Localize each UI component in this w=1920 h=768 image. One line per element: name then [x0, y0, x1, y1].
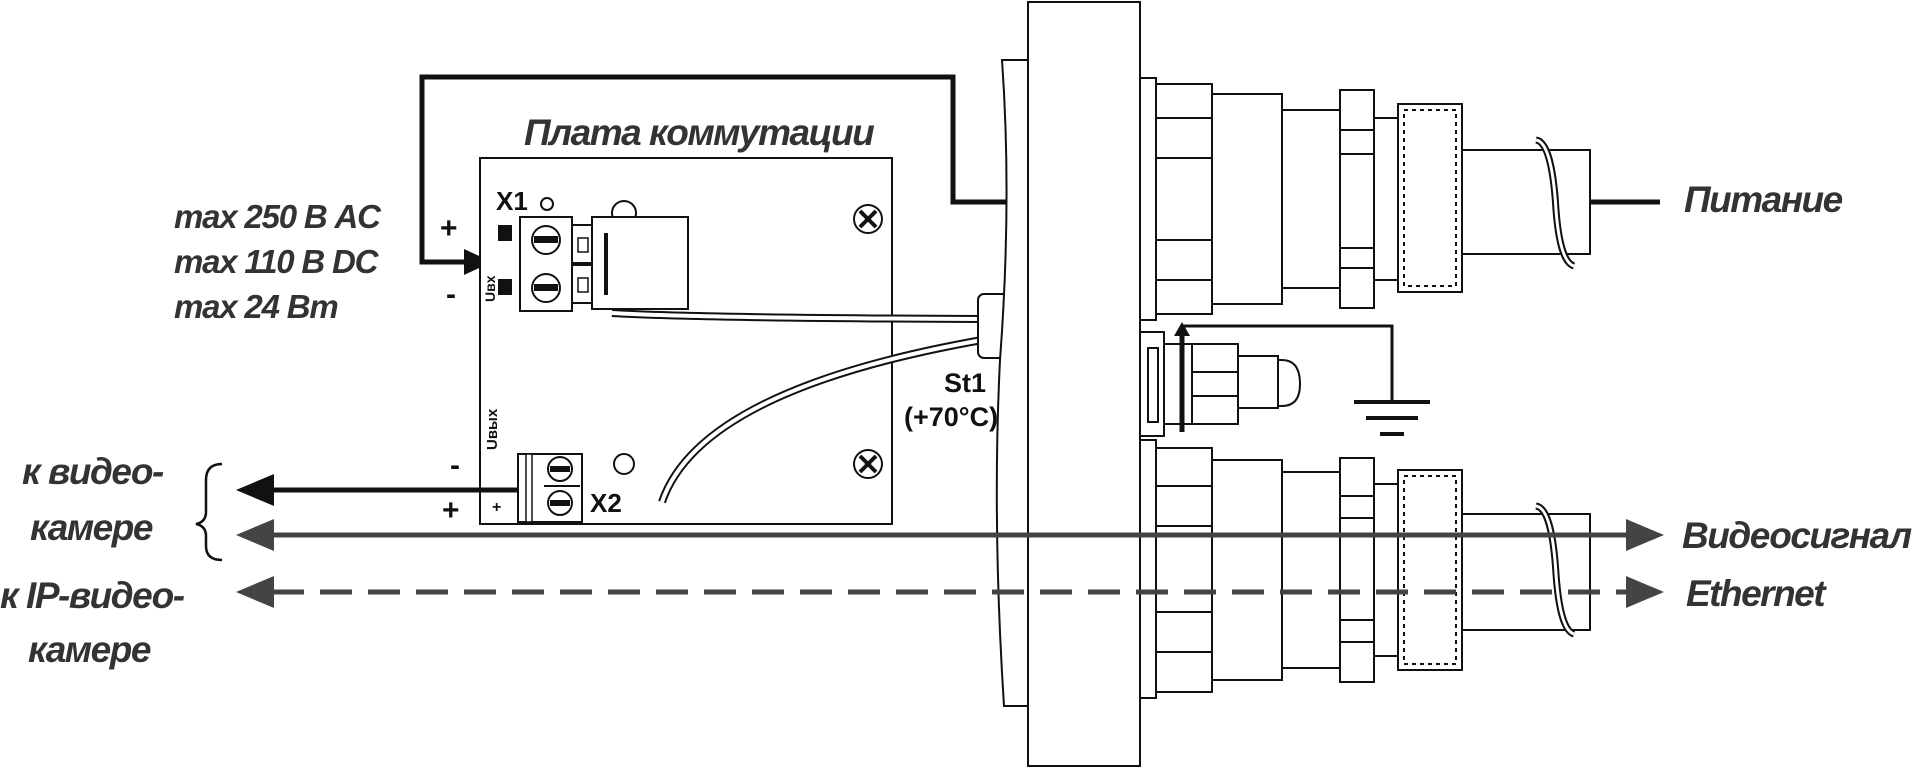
video-label: Видеосигнал [1682, 515, 1912, 556]
thermostat-wires [611, 309, 983, 504]
flange [1027, 1, 1141, 767]
terminal-block-x1 [498, 216, 689, 312]
cable-gland-upper [1139, 77, 1591, 321]
terminal-block-x2 [517, 453, 583, 523]
x2-board-plus: + [492, 499, 501, 516]
ip-camera-label-2: камере [28, 629, 151, 670]
ethernet-label: Ethernet [1686, 573, 1827, 614]
camera-label-2: камере [30, 507, 153, 548]
uout-label: Uвых [484, 408, 501, 450]
uin-label: Uвх [482, 275, 498, 302]
x2-label: X2 [590, 488, 622, 518]
camera-label-1: к видео- [22, 451, 164, 492]
x1-label: X1 [496, 186, 528, 216]
limit-dc: max 110 В DC [174, 243, 380, 280]
x2-minus-label: - [450, 449, 460, 482]
screw-icon [853, 449, 883, 479]
limit-ac: max 250 В AC [174, 198, 382, 235]
wall-section [995, 59, 1029, 707]
x2-plus-label: + [442, 494, 460, 527]
thermostat-name: St1 [944, 368, 986, 398]
cable-gland-lower [1139, 439, 1591, 699]
ground-symbol-icon [1182, 324, 1430, 436]
video-signal-line [236, 519, 1664, 551]
x1-minus-label: - [446, 278, 456, 311]
x1-marker [540, 197, 554, 211]
x2-marker [613, 453, 635, 475]
thermostat-temp: (+70°C) [904, 402, 998, 432]
x1-plus-label: + [440, 212, 458, 245]
board-title: Плата коммутации [524, 112, 874, 153]
power-label: Питание [1684, 179, 1843, 220]
brace-icon [195, 462, 223, 562]
output-wire-camera [236, 474, 518, 506]
ethernet-line [236, 576, 1664, 608]
limit-power: max 24 Вт [174, 288, 337, 325]
ground-bolt [1139, 322, 1302, 437]
screw-icon [853, 204, 883, 234]
ip-camera-label-1: к IP-видео- [0, 575, 185, 616]
